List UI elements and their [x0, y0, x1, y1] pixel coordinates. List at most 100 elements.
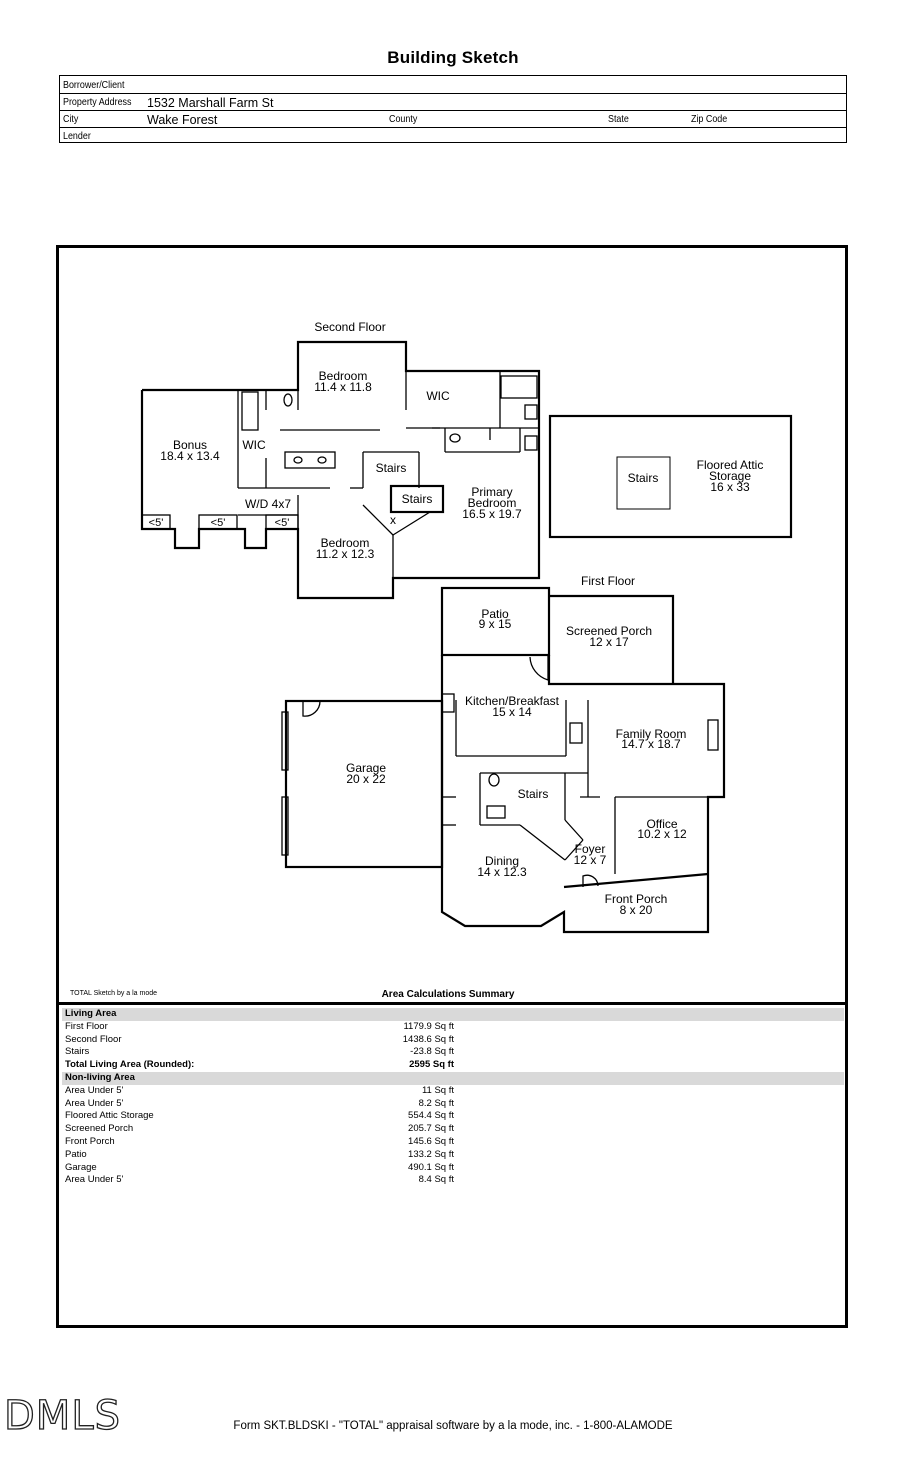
table-row: Second Floor 1438.6 Sq ft — [62, 1034, 844, 1047]
screened-porch-outline — [549, 594, 675, 684]
sketch-credit: TOTAL Sketch by a la mode — [70, 990, 158, 997]
address-row: Property Address 1532 Marshall Farm St — [60, 93, 846, 111]
under5-c: <5' — [275, 517, 290, 529]
room-foyer-dim: 12 x 7 — [574, 853, 607, 867]
attic-dim: 16 x 33 — [710, 480, 750, 494]
table-row: First Floor 1179.9 Sq ft — [62, 1021, 844, 1034]
row-value: 205.7 Sq ft — [408, 1123, 454, 1135]
table-row: Floored Attic Storage 554.4 Sq ft — [62, 1110, 844, 1123]
room-front-porch-dim: 8 x 20 — [620, 903, 653, 917]
total-living-value: 2595 Sq ft — [409, 1059, 454, 1071]
row-label: Garage — [65, 1161, 97, 1173]
row-label: Front Porch — [65, 1135, 115, 1147]
row-value: 554.4 Sq ft — [408, 1110, 454, 1122]
living-area-label: Living Area — [65, 1008, 117, 1019]
living-area-header: Living Area — [62, 1008, 844, 1021]
row-label: Patio — [65, 1148, 87, 1160]
second-floor-label: Second Floor — [314, 320, 385, 334]
room-patio-dim: 9 x 15 — [479, 617, 512, 631]
area-summary-title: Area Calculations Summary — [381, 989, 515, 1000]
page-title: Building Sketch — [387, 48, 519, 67]
room-dining: Dining — [485, 854, 519, 868]
room-dining-dim: 14 x 12.3 — [477, 865, 527, 879]
first-floor-label: First Floor — [581, 574, 635, 588]
property-header-box: Borrower/Client Property Address 1532 Ma… — [59, 75, 847, 143]
borrower-label: Borrower/Client — [63, 79, 125, 91]
table-row: Screened Porch 205.7 Sq ft — [62, 1123, 844, 1136]
room-office-dim: 10.2 x 12 — [637, 827, 687, 841]
attic-stairs-box — [616, 456, 671, 510]
row-value: 1438.6 Sq ft — [402, 1033, 454, 1045]
table-row: Garage 490.1 Sq ft — [62, 1162, 844, 1175]
room-primary-dim: 16.5 x 19.7 — [462, 507, 522, 521]
form-footer: Form SKT.BLDSKI - "TOTAL" appraisal soft… — [233, 1420, 673, 1432]
row-label: Area Under 5' — [65, 1174, 124, 1186]
room-bedroom-bot-dim: 11.2 x 12.3 — [316, 547, 375, 561]
table-row: Area Under 5' 8.4 Sq ft — [62, 1174, 844, 1187]
garage-outline — [284, 699, 444, 869]
under5-b: <5' — [211, 517, 226, 529]
room-stairs-2a: Stairs — [376, 461, 407, 475]
row-label: Area Under 5' — [65, 1084, 124, 1096]
room-patio: Patio — [481, 607, 509, 621]
room-primary-2: Bedroom — [468, 496, 517, 510]
non-living-area-header: Non-living Area — [62, 1071, 844, 1085]
room-family-dim: 14.7 x 18.7 — [621, 737, 681, 751]
address-value: 1532 Marshall Farm St — [147, 96, 274, 110]
room-stairs-1: Stairs — [518, 787, 549, 801]
dmls-logo: DMLS — [3, 1392, 121, 1439]
room-foyer: Foyer — [575, 842, 606, 856]
room-kitchen: Kitchen/Breakfast — [465, 694, 560, 708]
area-calculations-table: Living Area First Floor 1179.9 Sq ft Sec… — [62, 1008, 844, 1187]
city-value: Wake Forest — [147, 113, 218, 127]
county-label: County — [389, 113, 418, 125]
table-row: Stairs -23.8 Sq ft — [62, 1046, 844, 1059]
state-label: State — [608, 113, 629, 125]
room-garage-dim: 20 x 22 — [346, 772, 386, 786]
sketch-frame — [56, 245, 848, 1328]
floor-plan-sketch: Second Floor First Floor Bedroom 11.4 x … — [140, 320, 793, 934]
table-row: Area Under 5' 11 Sq ft — [62, 1085, 844, 1098]
room-bedroom-top: Bedroom — [319, 369, 368, 383]
room-wic: WIC — [426, 389, 450, 403]
room-primary-1: Primary — [471, 485, 512, 499]
room-screened-porch: Screened Porch — [566, 624, 652, 638]
row-label: Area Under 5' — [65, 1097, 124, 1109]
non-living-area-label: Non-living Area — [65, 1071, 135, 1083]
table-row: Area Under 5' 8.2 Sq ft — [62, 1098, 844, 1111]
city-label: City — [63, 113, 79, 125]
area-summary-divider — [56, 1002, 848, 1005]
row-label: Floored Attic Storage — [65, 1110, 154, 1122]
city-row: City Wake Forest County State Zip Code — [60, 110, 846, 128]
row-value: 11 Sq ft — [421, 1084, 454, 1096]
total-living-row: Total Living Area (Rounded): 2595 Sq ft — [62, 1059, 844, 1072]
room-stairs-2b: Stairs — [402, 492, 433, 506]
row-label: First Floor — [65, 1020, 108, 1032]
attic-name-2: Storage — [709, 469, 751, 483]
row-value: 490.1 Sq ft — [408, 1161, 454, 1173]
table-row: Patio 133.2 Sq ft — [62, 1149, 844, 1162]
attic-name-1: Floored Attic — [697, 458, 764, 472]
row-value: 133.2 Sq ft — [408, 1148, 454, 1160]
room-family: Family Room — [616, 727, 687, 741]
address-label: Property Address — [63, 96, 132, 108]
room-garage: Garage — [346, 761, 386, 775]
row-value: 8.2 Sq ft — [418, 1097, 454, 1109]
row-label: Stairs — [65, 1046, 90, 1058]
row-value: 1179.9 Sq ft — [403, 1020, 454, 1032]
room-front-porch: Front Porch — [605, 892, 668, 906]
row-value: -23.8 Sq ft — [410, 1046, 454, 1058]
room-bedroom-bot: Bedroom — [321, 536, 370, 550]
room-wic2: WIC — [242, 438, 266, 452]
row-value: 145.6 Sq ft — [408, 1135, 454, 1147]
under5-a: <5' — [149, 517, 164, 529]
row-value: 8.4 Sq ft — [418, 1174, 454, 1186]
attic-outline — [548, 414, 793, 539]
zip-label: Zip Code — [691, 113, 728, 125]
table-row: Front Porch 145.6 Sq ft — [62, 1136, 844, 1149]
room-bonus: Bonus — [173, 438, 207, 452]
lender-label: Lender — [63, 130, 91, 142]
room-wd: W/D 4x7 — [245, 497, 291, 511]
borrower-row: Borrower/Client — [60, 76, 846, 94]
attic-stairs: Stairs — [628, 471, 659, 485]
